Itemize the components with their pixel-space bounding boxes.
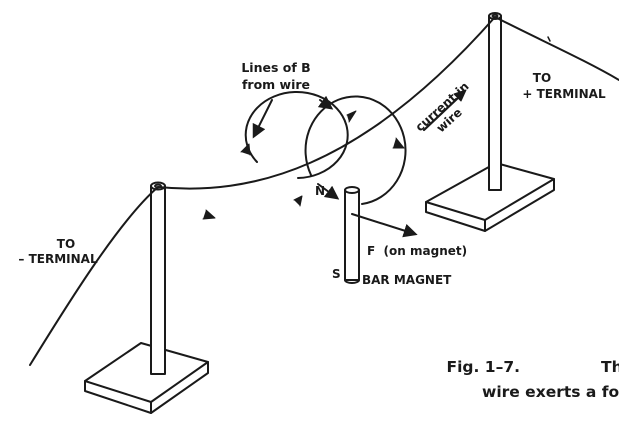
field-arrow-1 [240,143,251,156]
leader-arrow-left [252,99,273,139]
field-loop-left [244,91,349,179]
lines-of-b-label-2: from wire [242,77,310,92]
force-label: F (on magnet) [367,244,467,258]
bar-magnet-body [344,189,360,281]
south-pole-label: S [332,267,341,281]
to-plus-terminal-label-2: + TERMINAL [522,87,606,101]
field-arrow-2 [202,209,216,220]
bar-magnet-top [344,186,360,194]
wire-main-span [157,16,496,190]
field-arrow-4 [346,110,357,123]
leader-arrow-right [317,95,334,110]
current-arrow [422,95,461,132]
right-post [488,15,502,191]
field-arrow-3 [293,195,303,207]
left-base-top [84,342,209,403]
to-minus-terminal-label: TO [57,237,75,251]
left-post [150,185,166,375]
left-stand [84,181,209,414]
to-plus-terminal-label: TO [533,71,551,85]
wire-tick-mark [547,36,551,42]
field-loop-right [304,95,407,205]
bar-magnet [344,186,360,284]
figure-caption-line2: wire exerts a for [482,383,619,401]
figure-caption-line1-number: Fig. 1–7. [447,358,521,376]
figure-caption-line1-text: Th [601,358,619,376]
to-minus-terminal-label-2: – TERMINAL [18,252,98,266]
wire-right-lead [494,16,619,81]
lines-of-b-label: Lines of B [241,60,310,75]
field-arrow-5 [392,137,405,149]
wire-left-lead [29,186,159,366]
north-pointer-arrow [317,183,340,200]
north-pole-label: N [315,184,325,198]
force-arrow [351,213,418,238]
bar-magnet-label: BAR MAGNET [362,273,452,287]
right-stand [425,12,555,232]
